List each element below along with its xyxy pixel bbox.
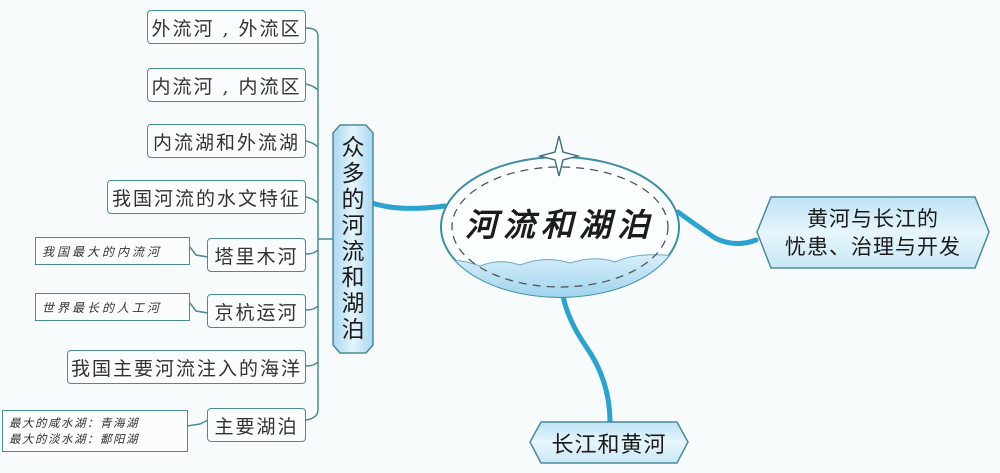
note-tarim: 我国最大的内流河 — [35, 237, 190, 265]
branch-yangtze-yellow[interactable]: 长江和黄河 — [530, 422, 688, 463]
note-text: 我国最大的内流河 — [42, 244, 163, 259]
leaf-tarim-river[interactable]: 塔里木河 — [207, 238, 306, 272]
branch-char: 多 — [341, 161, 365, 187]
note-text: 世界最长的人工河 — [42, 300, 163, 315]
branch-char: 和 — [341, 265, 365, 291]
note-text-freshwater: 最大的淡水湖：鄱阳湖 — [9, 432, 139, 446]
leaf-main-lakes[interactable]: 主要湖泊 — [207, 408, 306, 442]
branch-char: 泊 — [341, 317, 365, 343]
branch-char: 湖 — [341, 291, 365, 317]
branch-char: 的 — [341, 187, 365, 213]
central-topic[interactable]: 河流和湖泊 — [464, 206, 655, 244]
leaf-oceans-rivers-flow[interactable]: 我国主要河流注入的海洋 — [67, 350, 306, 384]
leaf-interior-exterior-lakes[interactable]: 内流湖和外流湖 — [147, 124, 306, 158]
note-grand-canal: 世界最长的人工河 — [35, 293, 190, 321]
branch-line-2: 忧患、治理与开发 — [785, 234, 961, 259]
branch-numerous-rivers-lakes[interactable]: 众 多 的 河 流 和 湖 泊 — [333, 125, 373, 353]
branch-yellow-yangtze-governance[interactable]: 黄河与长江的 忧患、治理与开发 — [757, 197, 989, 268]
branch-char: 河 — [341, 213, 365, 239]
branch-line-1: 黄河与长江的 — [807, 206, 939, 231]
leaf-exterior-rivers[interactable]: 外流河 , 外流区 — [147, 10, 306, 44]
note-main-lakes: 最大的咸水湖：青海湖 最大的淡水湖：鄱阳湖 — [2, 410, 188, 452]
leaf-grand-canal[interactable]: 京杭运河 — [207, 294, 306, 328]
branch-char: 众 — [341, 135, 365, 161]
branch-char: 流 — [341, 239, 365, 265]
leaf-interior-rivers[interactable]: 内流河 , 内流区 — [147, 68, 306, 102]
note-text-saltwater: 最大的咸水湖：青海湖 — [9, 416, 139, 430]
branch-label: 长江和黄河 — [551, 432, 667, 458]
leaf-hydrological-features[interactable]: 我国河流的水文特征 — [107, 180, 306, 214]
